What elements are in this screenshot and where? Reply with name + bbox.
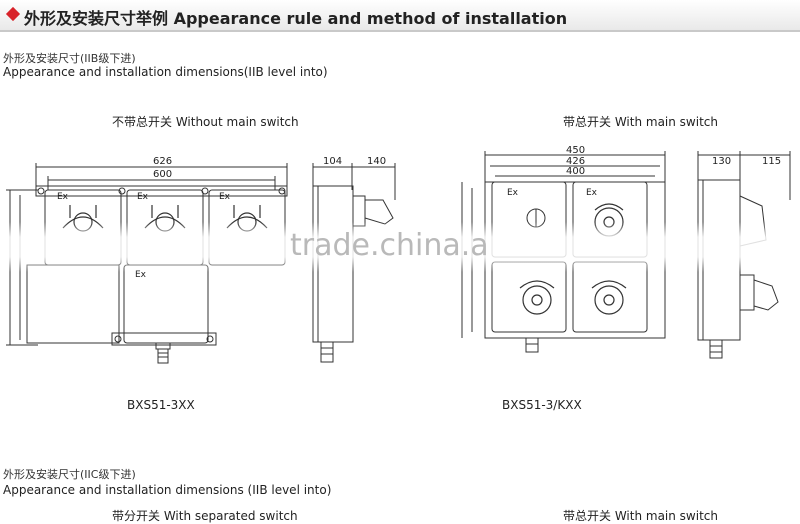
section2-title-en: Appearance and installation dimensions (…	[3, 483, 332, 497]
header-title: 外形及安装尺寸举例 Appearance rule and method of …	[24, 9, 568, 28]
right-model: BXS51-3/KXX	[502, 398, 582, 412]
right-caption: 带总开关 With main switch	[563, 115, 718, 129]
dim-140: 140	[367, 156, 387, 167]
section1-title-en: Appearance and installation dimensions(I…	[3, 65, 328, 79]
ex-label: Ex	[586, 188, 598, 198]
ex-label: Ex	[219, 192, 231, 202]
ex-label: Ex	[137, 192, 149, 202]
ex-label: Ex	[135, 270, 147, 280]
dim-115: 115	[762, 156, 782, 167]
dim-450: 450	[566, 145, 586, 156]
dim-130: 130	[712, 156, 732, 167]
watermark-text: trade.china.a	[290, 228, 489, 263]
left-caption: 不带总开关 Without main switch	[112, 115, 299, 129]
dim-426: 426	[566, 156, 586, 167]
dim-600: 600	[153, 169, 173, 180]
section-header: 外形及安装尺寸举例 Appearance rule and method of …	[0, 0, 800, 32]
dim-626: 626	[153, 156, 173, 167]
left-model: BXS51-3XX	[127, 398, 195, 412]
section1-title-cn: 外形及安装尺寸(IIB级下进)	[3, 52, 136, 65]
dim-400: 400	[566, 166, 586, 177]
section2-left-caption: 带分开关 With separated switch	[112, 509, 298, 523]
ex-label: Ex	[507, 188, 519, 198]
ex-label: Ex	[57, 192, 69, 202]
watermark-band: trade.china.a	[0, 222, 800, 272]
dim-104: 104	[323, 156, 343, 167]
section2-title-cn: 外形及安装尺寸(IIC级下进)	[3, 468, 136, 481]
section2-right-caption: 带总开关 With main switch	[563, 509, 718, 523]
